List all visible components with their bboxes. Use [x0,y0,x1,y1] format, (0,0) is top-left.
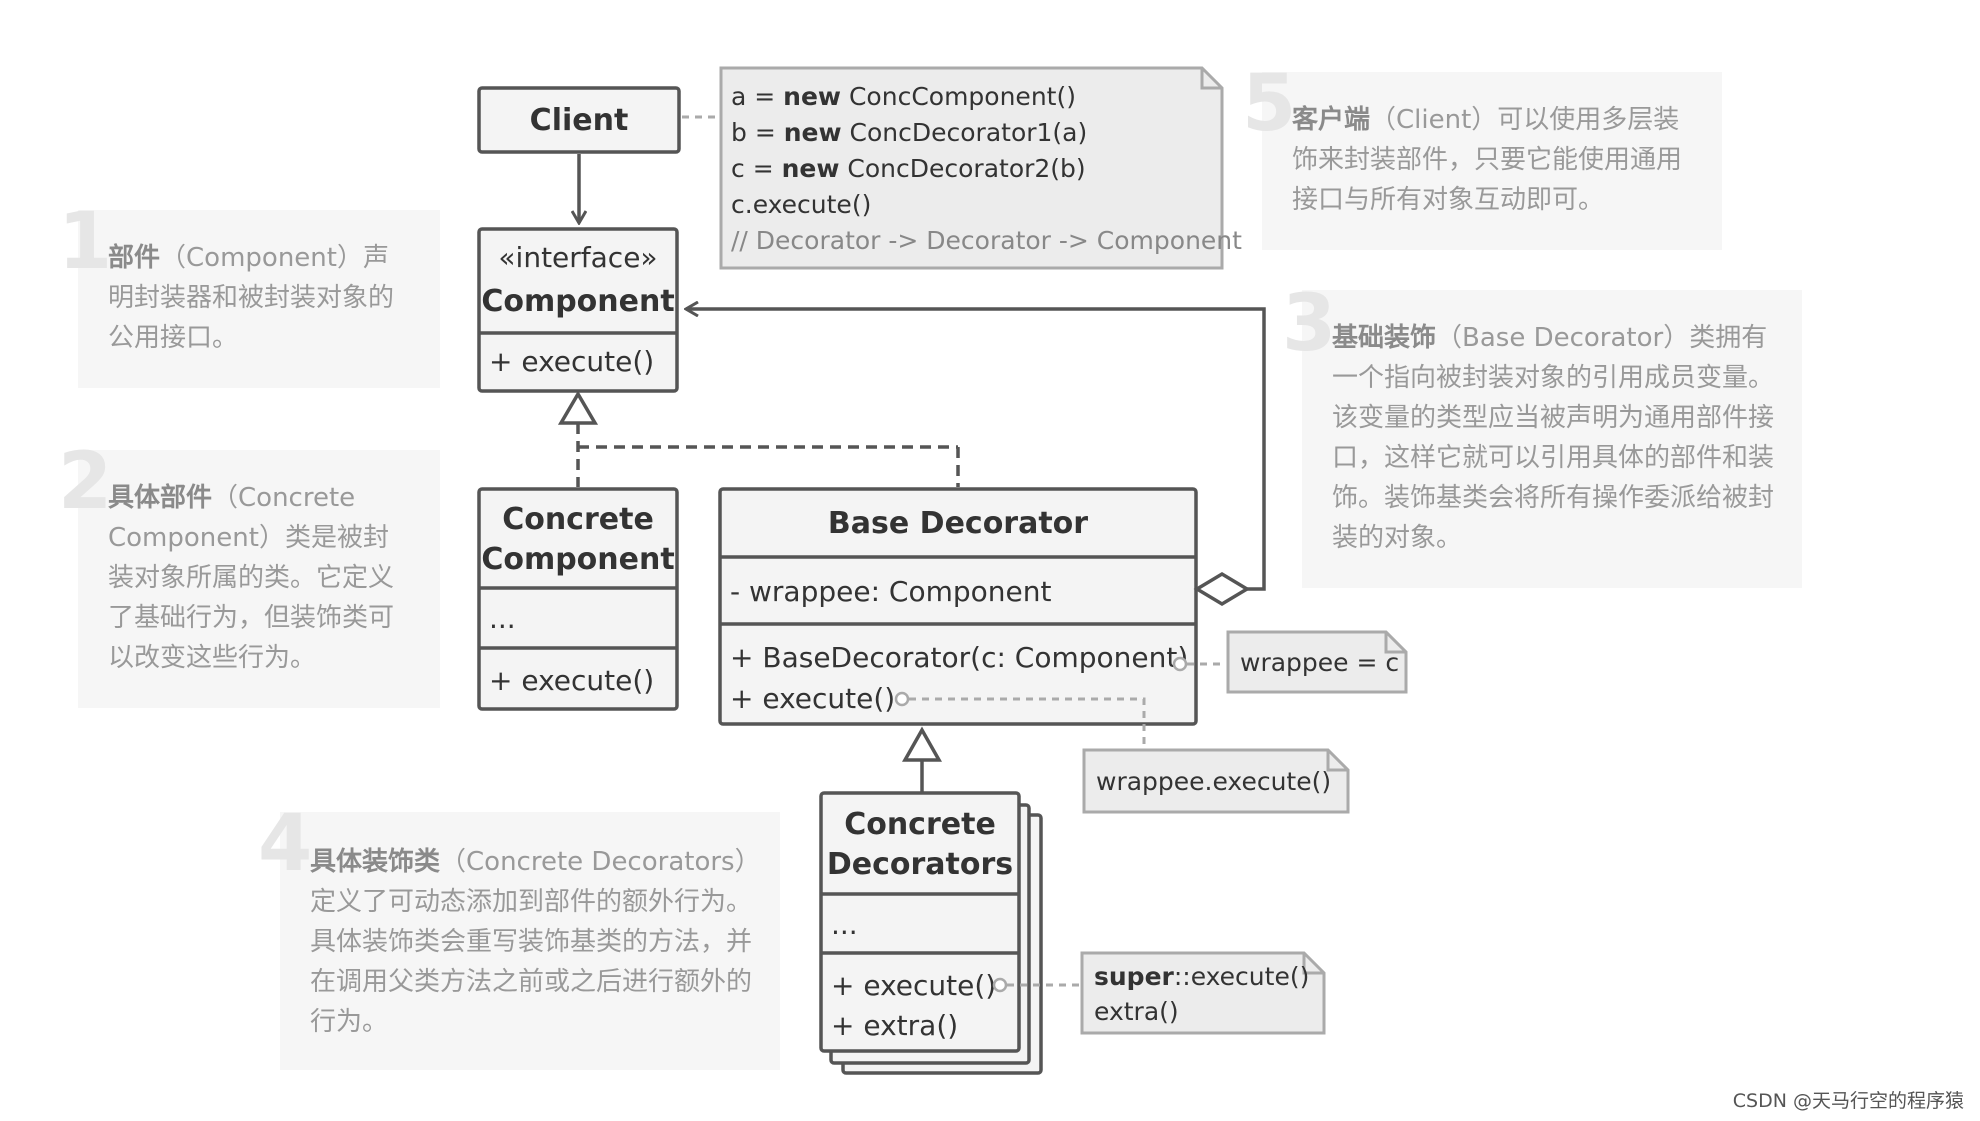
callout-2-bg [78,450,440,708]
callout-concrete-decorators: 具体装饰类（Concrete Decorators）定义了可动态添加到部件的额外… [310,847,753,1037]
wrappee-execute-note: wrappee.execute() [1082,748,1350,814]
concrete-component-fields: ... [489,602,516,635]
concrete-decorators-extra: + extra() [831,1009,958,1042]
concrete-decorators-fields: ... [831,908,858,941]
svg-text:super::execute(): super::execute() [1094,962,1309,991]
svg-text:wrappee = c: wrappee = c [1240,648,1399,677]
base-decorator-field: - wrappee: Component [730,575,1051,608]
concrete-decorators-box[interactable]: Concrete Decorators ... + execute() + ex… [819,791,1043,1075]
client-title: Client [530,103,629,138]
base-decorator-constructor: + BaseDecorator(c: Component) [730,641,1188,674]
callout-5-number: 5 [1242,59,1296,149]
wrappee-assign-note: wrappee = c [1226,630,1408,694]
component-method: + execute() [489,345,654,378]
callout-base-decorator: 基础装饰（Base Decorator）类拥有一个指向被封装对象的引用成员变量。… [1332,323,1775,553]
base-decorator-execute: + execute() [730,682,895,715]
super-execute-note: super::execute() extra() [1080,951,1326,1035]
callout-client: 客户端（Client）可以使用多层装饰来封装部件，只要它能使用通用接口与所有对象… [1292,105,1683,215]
constructor-note-anchor [1172,656,1188,672]
base-decorator-title: Base Decorator [828,506,1088,541]
callout-4-bg [280,812,780,1070]
client-box[interactable]: Client [477,86,681,154]
callout-3-number: 3 [1282,279,1336,369]
svg-text:b = new ConcDecorator1(a): b = new ConcDecorator1(a) [731,118,1087,147]
callout-component: 部件（Component）声明封装器和被封装对象的公用接口。 [108,243,395,353]
svg-text:wrappee.execute(): wrappee.execute() [1096,767,1331,796]
callout-4-number: 4 [258,799,312,889]
svg-text:a = new ConcComponent(): a = new ConcComponent() [731,82,1076,111]
callout-2-number: 2 [58,437,112,527]
component-box[interactable]: «interface» Component + execute() [477,227,679,393]
callout-1-number: 1 [58,197,112,287]
concrete-component-title-2: Component [481,542,674,577]
execute-note-connector [909,697,1146,747]
execute-note-anchor [894,691,910,707]
callout-concrete-component: 具体部件（Concrete Component）类是被封装对象所属的类。它定义了… [108,483,395,673]
realization-connector [557,390,960,487]
watermark: CSDN @天马行空的程序猿 [1732,1090,1964,1112]
concrete-component-box[interactable]: Concrete Component ... + execute() [477,487,679,711]
base-decorator-box[interactable]: Base Decorator - wrappee: Component + Ba… [718,487,1198,726]
concrete-decorators-title-2: Decorators [827,847,1013,882]
aggregation-connector [686,309,1266,607]
callout-1-bg [78,210,440,388]
component-stereotype: «interface» [498,241,657,274]
concrete-component-method: + execute() [489,664,654,697]
svg-text:c = new ConcDecorator2(b): c = new ConcDecorator2(b) [731,154,1086,183]
concrete-decorators-execute: + execute() [831,969,996,1002]
svg-text:c.execute(): c.execute() [731,190,871,219]
svg-text:extra(): extra() [1094,997,1179,1026]
client-code-note: a = new ConcComponent() b = new ConcDeco… [719,66,1242,270]
concrete-component-title-1: Concrete [502,502,654,537]
concrete-decorators-title-1: Concrete [844,807,996,842]
inheritance-connector [901,726,943,793]
callout-3-bg [1302,290,1802,588]
callout-5-bg [1262,72,1722,250]
svg-text:// Decorator -> Decorator -> C: // Decorator -> Decorator -> Component [731,226,1242,255]
super-note-anchor [992,977,1008,993]
component-title: Component [481,284,674,319]
